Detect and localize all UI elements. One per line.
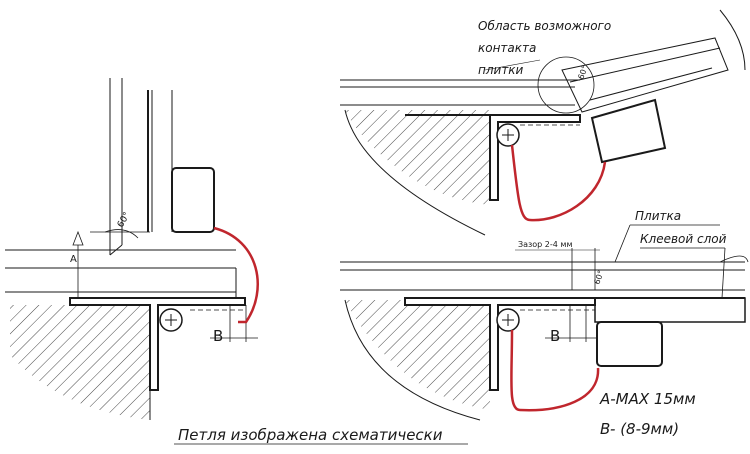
tile-label: Плитка (635, 209, 681, 223)
schematic-caption: Петля изображена схематически (178, 426, 443, 444)
spec-a-label: A-MAX 15мм (599, 390, 696, 408)
contact-area-label-2: контакта (478, 41, 536, 55)
axis-label-a: A (70, 254, 77, 265)
contact-area-label-3: плитки (478, 63, 524, 77)
glue-layer-label: Клеевой слой (640, 232, 727, 246)
panel-top-right (340, 9, 746, 236)
dim-label-b-left: B (213, 327, 223, 345)
contact-area-label-1: Область возможного (478, 19, 611, 33)
angle-label-top-left: 60° (116, 211, 133, 230)
gap-label: Зазор 2-4 мм (518, 240, 572, 249)
spec-b-label: B- (8-9мм) (600, 420, 679, 438)
panel-top-left (5, 78, 258, 420)
panel-bottom-right (340, 224, 749, 421)
hinge-wire-bottom-right (510, 329, 600, 412)
angle-label-bottom-right: 60° (592, 269, 605, 285)
dim-label-b-right: B (550, 327, 560, 345)
hinge-wire-top-left (213, 226, 259, 324)
hinge-wire-top-right (510, 144, 607, 222)
